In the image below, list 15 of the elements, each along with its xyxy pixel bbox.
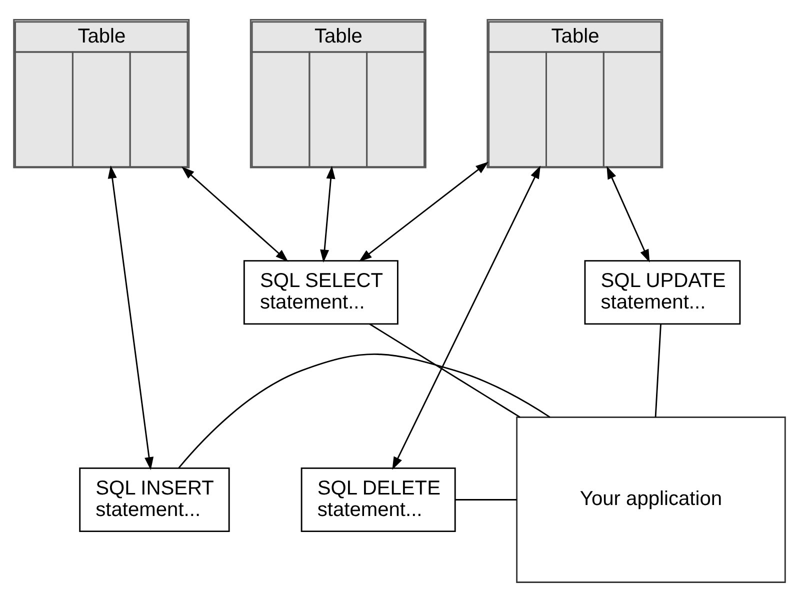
node-box: SQL DELETE statement... [300, 467, 456, 532]
node-box: SQL INSERT statement... [79, 467, 230, 532]
connector [369, 323, 520, 418]
arrow [182, 166, 288, 262]
node-box: SQL SELECT statement... [243, 260, 398, 325]
connector [654, 324, 662, 418]
arrow [358, 162, 489, 262]
node-box: Your application [516, 416, 786, 583]
connector [178, 354, 550, 469]
connector [456, 499, 517, 500]
arrow [392, 166, 540, 470]
arrow [606, 166, 650, 262]
node-box: SQL UPDATE statement... [584, 260, 741, 325]
arrow [320, 166, 336, 263]
arrow [108, 165, 154, 470]
